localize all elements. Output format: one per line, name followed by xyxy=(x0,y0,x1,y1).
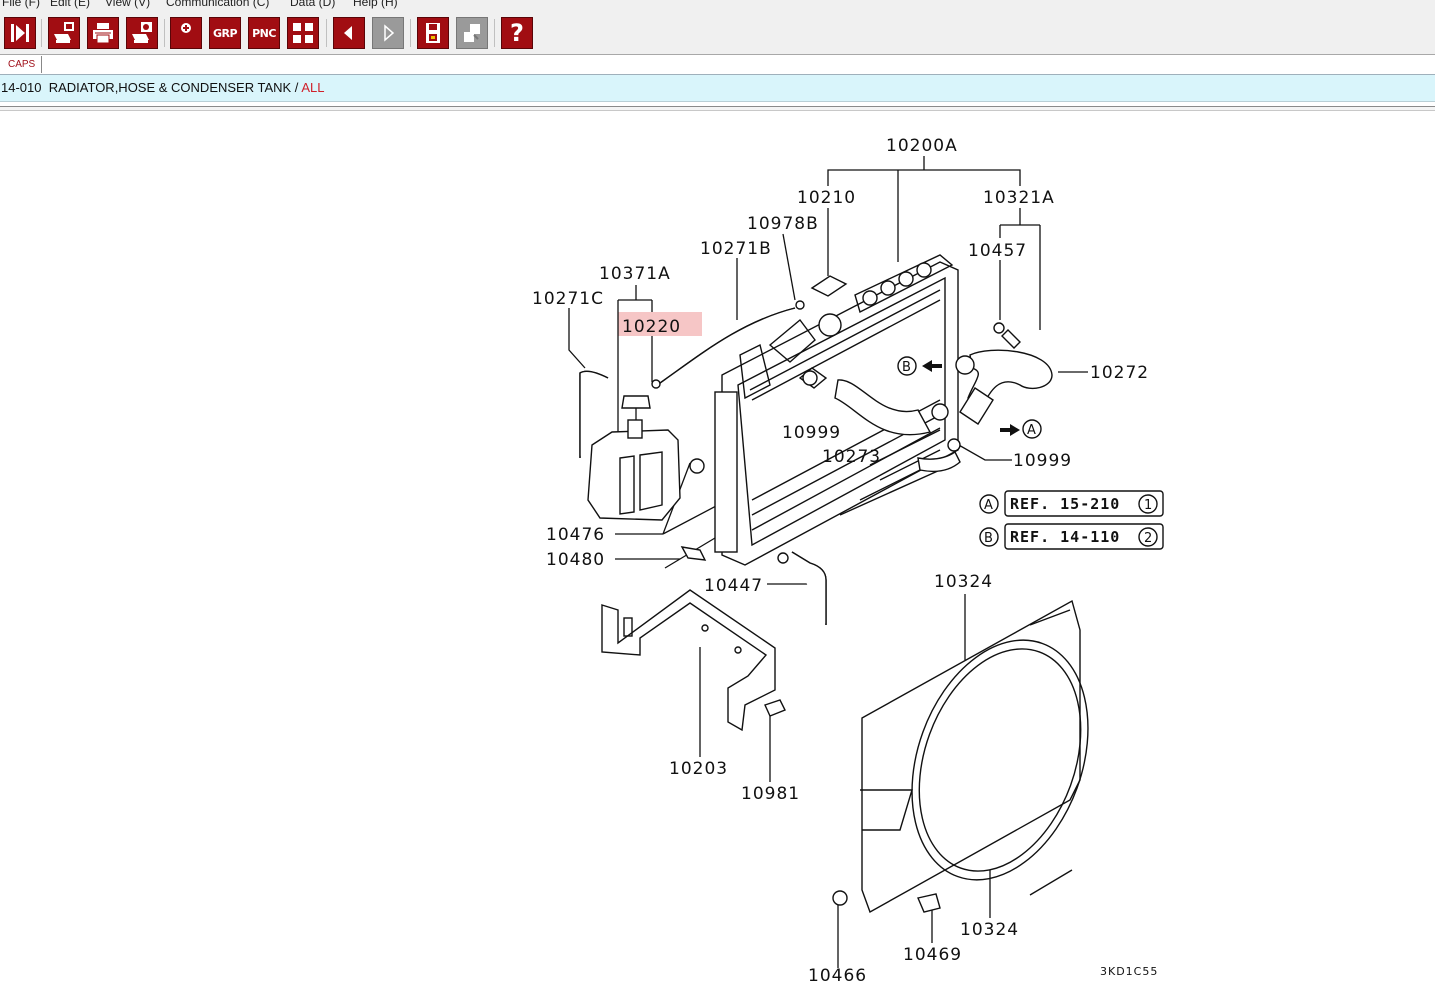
part-label-10978B[interactable]: 10978B xyxy=(747,214,819,234)
ref-b-letter: B xyxy=(984,531,994,546)
part-labels: 10200A 10210 10321A 10978B 10271B 10457 … xyxy=(532,136,1158,986)
toolbar-separator xyxy=(410,19,411,47)
divider xyxy=(0,106,1435,111)
breadcrumb-code: 14-010 xyxy=(1,80,42,95)
exit-icon xyxy=(11,24,29,42)
plus-icon xyxy=(181,23,191,33)
selected-part-highlight xyxy=(618,312,702,336)
copy-icon xyxy=(464,24,480,42)
menu-bar: File (F) Edit (E) View (V) Communication… xyxy=(0,0,1435,12)
toolbar: GRP PNC ? xyxy=(0,12,1435,55)
part-label-10476[interactable]: 10476 xyxy=(546,525,605,545)
tab-caps[interactable]: CAPS xyxy=(2,56,43,73)
toolbar-separator xyxy=(494,19,495,47)
part-label-10999-lower[interactable]: 10999 xyxy=(1013,451,1072,471)
part-label-10371A[interactable]: 10371A xyxy=(599,264,671,284)
part-label-10466[interactable]: 10466 xyxy=(808,966,867,986)
part-label-10203[interactable]: 10203 xyxy=(669,759,728,779)
part-label-10200A[interactable]: 10200A xyxy=(886,136,958,156)
flow-markers: B A xyxy=(897,356,1042,439)
print-setup-button[interactable] xyxy=(126,17,158,49)
marker-a: A xyxy=(1027,423,1037,438)
menu-edit[interactable]: Edit (E) xyxy=(50,0,91,9)
diagram-code: 3KD1C55 xyxy=(1100,965,1158,978)
grid-icon xyxy=(293,23,313,43)
pnc-label: PNC xyxy=(252,26,276,40)
parts-diagram: B A 10200A 10210 10321A 10978B 10271B 10… xyxy=(0,110,1435,986)
print-preview-icon xyxy=(54,22,74,43)
tab-bar: CAPS xyxy=(0,55,1435,75)
menu-data[interactable]: Data (D) xyxy=(290,0,336,9)
menu-file[interactable]: File (F) xyxy=(2,0,40,9)
forward-button[interactable] xyxy=(372,17,404,49)
help-button[interactable]: ? xyxy=(501,17,533,49)
part-label-10447[interactable]: 10447 xyxy=(704,576,763,596)
part-label-10457[interactable]: 10457 xyxy=(968,241,1027,261)
leader-lines xyxy=(568,156,1088,968)
ref-a-text[interactable]: REF. 15-210 xyxy=(1010,495,1120,513)
printer-icon xyxy=(93,23,113,44)
floppy-disk-icon xyxy=(426,23,440,43)
copy-button[interactable] xyxy=(456,17,488,49)
marker-b: B xyxy=(902,360,912,375)
pnc-button[interactable]: PNC xyxy=(248,17,280,49)
part-label-10220[interactable]: 10220 xyxy=(622,317,681,337)
help-icon: ? xyxy=(510,19,524,47)
ref-b-text[interactable]: REF. 14-110 xyxy=(1010,528,1120,546)
breadcrumb-filter-all[interactable]: ALL xyxy=(301,80,325,95)
part-label-10272[interactable]: 10272 xyxy=(1090,363,1149,383)
hose-drawing xyxy=(579,300,1053,625)
grp-label: GRP xyxy=(212,26,238,40)
part-label-10480[interactable]: 10480 xyxy=(546,550,605,570)
part-label-10469[interactable]: 10469 xyxy=(903,945,962,965)
part-label-10271C[interactable]: 10271C xyxy=(532,289,604,309)
toolbar-separator xyxy=(326,19,327,47)
print-preview-button[interactable] xyxy=(48,17,80,49)
toolbar-separator xyxy=(164,19,165,47)
ref-a-letter: A xyxy=(984,498,994,513)
diagram-canvas: B A 10200A 10210 10321A 10978B 10271B 10… xyxy=(532,136,1164,986)
part-label-10324-bottom[interactable]: 10324 xyxy=(960,920,1019,940)
ref-boxes: A REF. 15-210 1 B REF. 14-110 2 xyxy=(979,490,1164,550)
breadcrumb-title: RADIATOR,HOSE & CONDENSER TANK / xyxy=(48,80,299,95)
ref-a-number: 1 xyxy=(1144,498,1153,513)
part-label-10271B[interactable]: 10271B xyxy=(700,239,772,259)
bracket-drawing xyxy=(601,546,786,732)
part-label-10324-top[interactable]: 10324 xyxy=(934,572,993,592)
chevron-right-icon xyxy=(384,24,395,42)
print-setup-icon xyxy=(132,22,152,43)
back-button[interactable] xyxy=(333,17,365,49)
radiator-drawing xyxy=(714,254,961,566)
exit-button[interactable] xyxy=(4,17,36,49)
chevron-left-icon xyxy=(344,26,352,40)
part-label-10321A[interactable]: 10321A xyxy=(983,188,1055,208)
menu-communication[interactable]: Communication (C) xyxy=(166,0,270,9)
part-label-10273[interactable]: 10273 xyxy=(822,447,881,467)
part-label-10999-upper[interactable]: 10999 xyxy=(782,423,841,443)
grid-view-button[interactable] xyxy=(287,17,319,49)
part-label-10981[interactable]: 10981 xyxy=(741,784,800,804)
menu-view[interactable]: View (V) xyxy=(105,0,151,9)
ref-b-number: 2 xyxy=(1144,531,1153,546)
breadcrumb: 14-010 RADIATOR,HOSE & CONDENSER TANK / … xyxy=(0,75,1435,102)
menu-help[interactable]: Help (H) xyxy=(353,0,398,9)
fan-shroud-drawing xyxy=(832,599,1089,914)
add-button[interactable] xyxy=(170,17,202,49)
condenser-tank-drawing xyxy=(587,379,705,521)
save-button[interactable] xyxy=(417,17,449,49)
grp-button[interactable]: GRP xyxy=(209,17,241,49)
part-label-10210[interactable]: 10210 xyxy=(797,188,856,208)
print-button[interactable] xyxy=(87,17,119,49)
toolbar-separator xyxy=(41,19,42,47)
